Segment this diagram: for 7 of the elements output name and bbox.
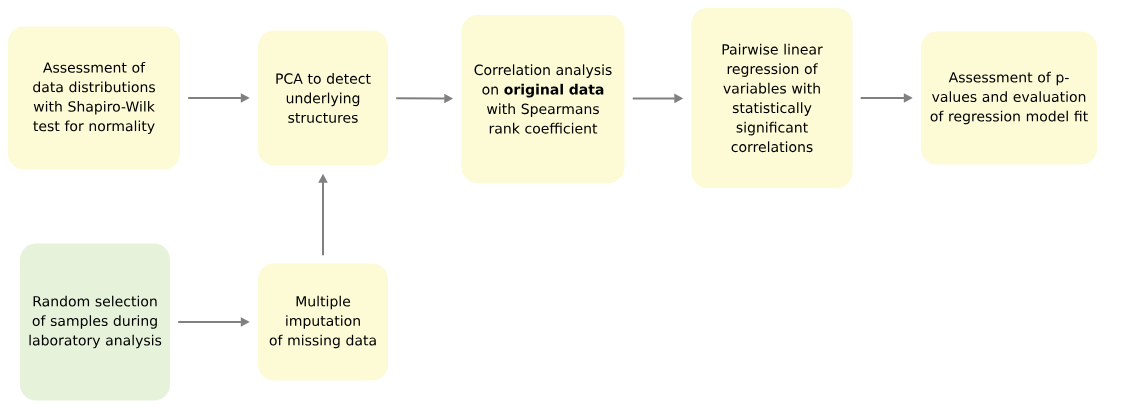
process-box: Assessment of p-values and evaluation of regression model fit [921,31,1097,165]
process-box: Correlation analysis on original data with Spearmans rank coefficient [461,15,625,183]
process-box: Multiple imputation of missing data [258,263,388,381]
process-box: Assessment of data distributions with Shapiro-Wilk test for normality [8,26,180,170]
process-box: Pairwise linear regression of variables with statistically significant correlations [691,8,853,188]
process-box: Random selection of samples during laboratory analysis [20,243,170,401]
process-box: PCA to detect underlying structures [258,30,388,166]
